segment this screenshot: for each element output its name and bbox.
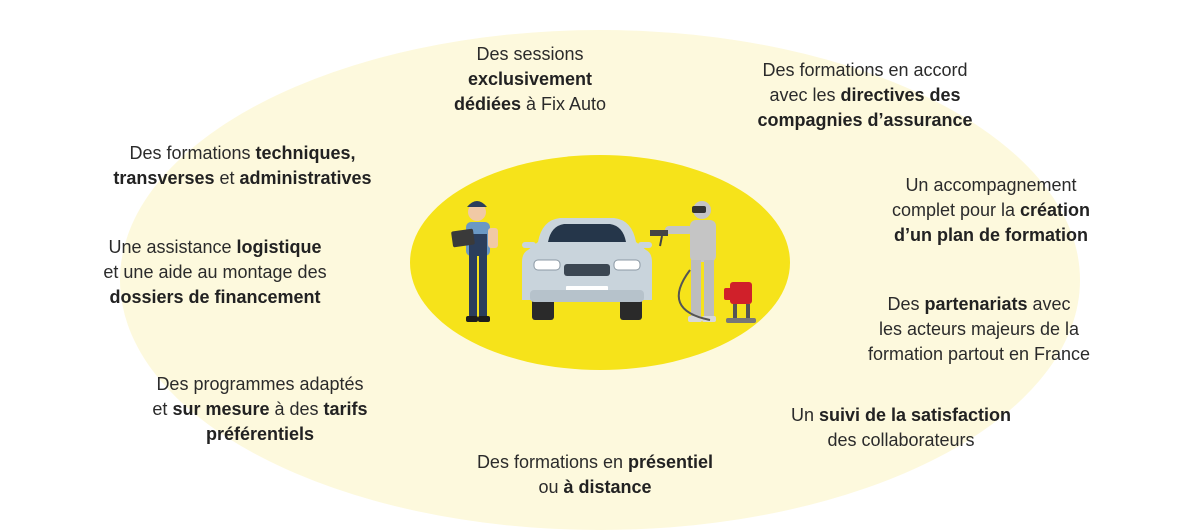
- feature-formations-techniques: Des formations techniques,transverses et…: [113, 143, 372, 188]
- mechanic-figure: [451, 201, 498, 322]
- car-figure: [522, 218, 652, 320]
- painter-figure: [650, 201, 716, 322]
- paint-machine: [724, 282, 756, 323]
- garage-illustration: [451, 201, 756, 323]
